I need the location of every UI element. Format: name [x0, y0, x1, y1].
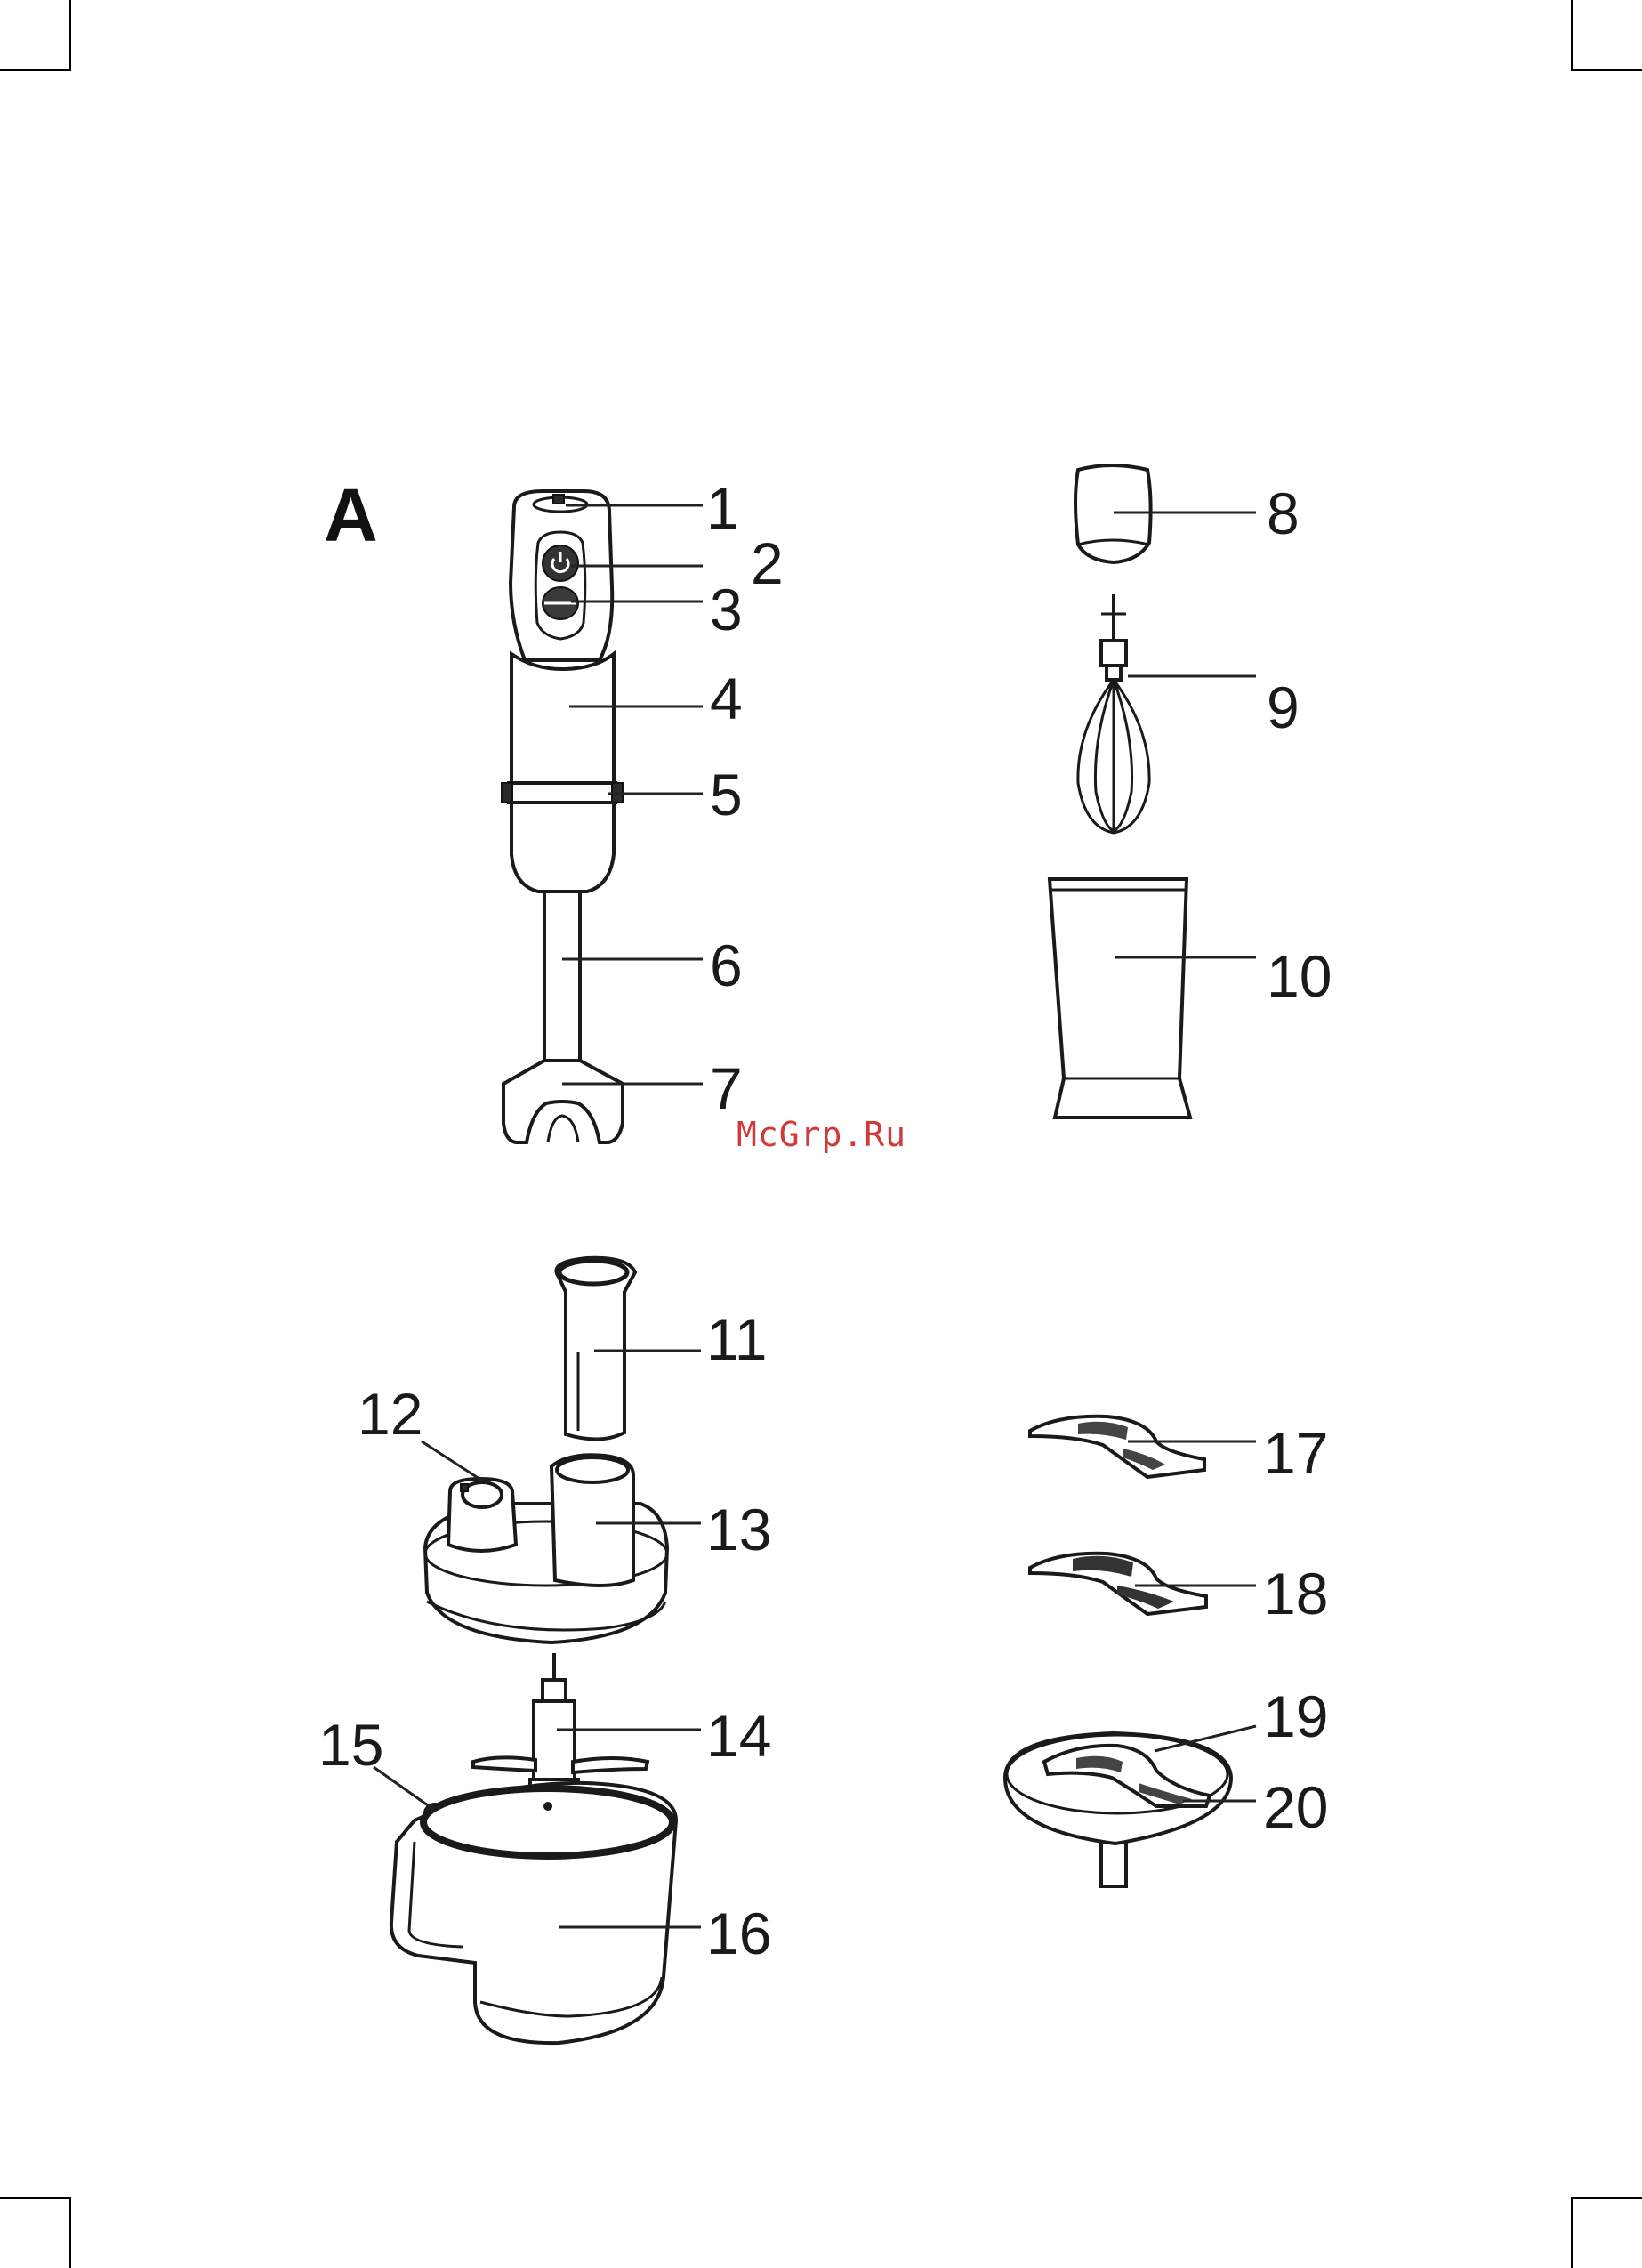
disc-holder-shaft	[1101, 1842, 1126, 1886]
callout-4: 4	[710, 666, 743, 731]
callout-10: 10	[1267, 943, 1332, 1009]
callout-11: 11	[706, 1306, 768, 1372]
callout-15: 15	[318, 1712, 383, 1778]
callout-8: 8	[1267, 480, 1300, 546]
collar-part	[509, 783, 616, 803]
shaft-part	[544, 892, 580, 1062]
callout-14: 14	[706, 1703, 771, 1769]
release-button-left	[502, 783, 512, 803]
callout-3: 3	[710, 577, 743, 642]
accessories-top-right	[1050, 465, 1190, 1118]
measuring-beaker-part	[1050, 879, 1190, 1118]
watermark-text: McGrp.Ru	[736, 1115, 906, 1154]
callout-9: 9	[1267, 674, 1300, 740]
chopper-blade-part	[473, 1653, 648, 1793]
power-button-part	[543, 545, 578, 581]
callout-19: 19	[1263, 1683, 1328, 1749]
lower-housing-part	[511, 803, 614, 892]
blade-guard-part	[503, 1061, 623, 1142]
motor-housing-part	[511, 654, 614, 783]
callout-5: 5	[710, 762, 743, 827]
slicing-discs	[1005, 1416, 1231, 1886]
callout-2: 2	[751, 530, 784, 596]
callout-12: 12	[358, 1381, 423, 1447]
callout-1: 1	[706, 475, 739, 541]
leader-lines	[374, 505, 1256, 1927]
callout-13: 13	[706, 1497, 771, 1562]
top-cap-icon	[553, 495, 564, 504]
callout-17: 17	[1263, 1420, 1328, 1486]
section-label: A	[324, 473, 378, 557]
whisk-collar	[1101, 641, 1126, 666]
chopper-assembly	[391, 1258, 676, 2043]
whisk-part	[1078, 680, 1149, 833]
callout-6: 6	[710, 932, 743, 998]
callout-20: 20	[1263, 1774, 1328, 1840]
hand-blender-illustration	[502, 491, 623, 1142]
callout-18: 18	[1263, 1561, 1328, 1626]
callout-16: 16	[706, 1901, 771, 1966]
callout-7: 7	[710, 1055, 743, 1121]
